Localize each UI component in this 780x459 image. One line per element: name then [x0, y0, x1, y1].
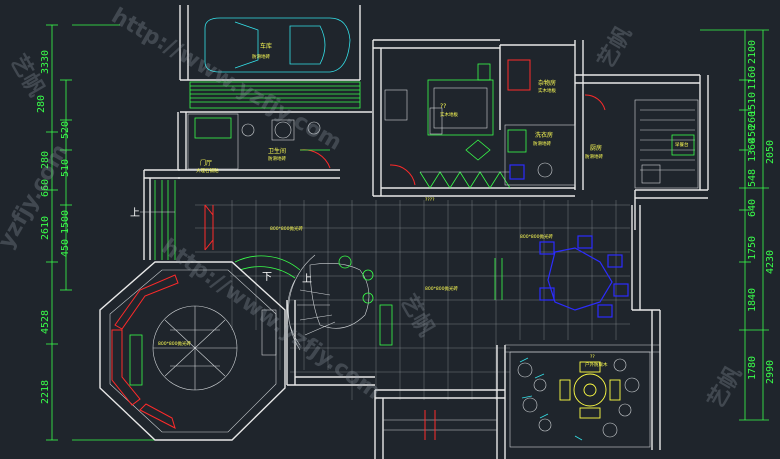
bedroom-floor: 实木地板 [440, 111, 458, 118]
watermark-4: yzfjy.com [0, 140, 73, 253]
dining-floor: 800*800抛光砖 [520, 233, 553, 240]
octagon-room: 800*800抛光砖 [99, 261, 286, 441]
watermark-7: 艺帆 [703, 362, 748, 413]
bedroom-label: ?? [440, 103, 446, 110]
dim-left-inner-510: 510 [60, 159, 71, 177]
laundry-floor: 防滑地砖 [533, 140, 551, 147]
terrace-floor: 户外防腐木 [585, 361, 608, 368]
floor-tiles [195, 200, 630, 400]
watermark-5: 艺帆 [395, 290, 440, 341]
dim-left-2218: 2218 [40, 380, 51, 404]
dim-right-1160: 1160 [747, 66, 758, 90]
dim-right-2100: 2100 [747, 40, 758, 64]
watermark-3: 艺帆 [593, 22, 638, 73]
garage-label: 车库 [260, 42, 272, 50]
garage-floor: 防滑地砖 [252, 53, 270, 60]
laundry-label: 洗衣房 [535, 131, 553, 139]
right-dimension-chain: 2050 4230 2990 2100 1160 1360 548 640 17… [700, 29, 776, 421]
dim-right-260: 260 [747, 111, 758, 129]
storage-label: 杂物房 [538, 79, 556, 87]
service-rooms: 杂物房 实木地板 洗衣房 防滑地砖 厨房 防滑地砖 早餐台 [504, 59, 699, 189]
dim-left-660: 660 [40, 179, 51, 197]
bath-label: 卫生间 [268, 147, 286, 155]
left-dimension-chain: 3330 280 660 2610 450 4528 2218 280 520 … [36, 24, 155, 441]
dim-right-1510: 1510 [747, 92, 758, 116]
kitchen-label: 厨房 [590, 144, 602, 152]
walls [143, 5, 709, 459]
dim-left-inner-280: 280 [36, 95, 47, 113]
octagon-floor: 800*800抛光砖 [158, 340, 191, 347]
dim-left-2610: 2610 [40, 216, 51, 240]
dim-right-548: 548 [747, 169, 758, 187]
bath-floor: 防滑地砖 [268, 155, 286, 162]
dim-right-2990: 2990 [765, 360, 776, 384]
pantry-label: 早餐台 [675, 141, 689, 148]
car-icon [204, 17, 351, 73]
living-floor: 800*800抛光砖 [270, 225, 303, 232]
foyer-label: 门厅 [200, 159, 212, 167]
dim-right-2050: 2050 [765, 140, 776, 164]
dining: 800*800抛光砖 [494, 233, 629, 318]
dim-left-3330: 3330 [40, 50, 51, 74]
dim-left-280: 280 [40, 151, 51, 169]
terrace-label: ?? [590, 354, 595, 360]
up-marker-left: 上 [130, 207, 140, 219]
dim-right-1780: 1780 [747, 356, 758, 380]
kitchen-floor: 防滑地砖 [585, 153, 603, 160]
bedroom: ?? 实木地板 [384, 63, 511, 189]
dim-right-1840: 1840 [747, 288, 758, 312]
stair: 下 上 800*800抛光砖 800*800抛光砖 [234, 225, 458, 356]
dim-right-1750: 1750 [747, 236, 758, 260]
dim-right-450: 450 [747, 125, 758, 143]
dim-right-640: 640 [747, 199, 758, 217]
left-wing: 卫生间 防滑地砖 门厅 大理石铺贴 上 ???? [130, 113, 435, 260]
up-marker-stair: 上 [302, 273, 312, 285]
down-marker: 下 [262, 272, 272, 283]
dim-right-4230: 4230 [765, 250, 776, 274]
lounge-floor: 800*800抛光砖 [425, 285, 458, 292]
dim-right-1360: 1360 [747, 138, 758, 162]
dim-left-inner-520: 520 [60, 121, 71, 139]
dim-left-4528: 4528 [40, 310, 51, 334]
dim-left-inner-1500: 1500 [60, 210, 71, 234]
corridor-label: ???? [425, 197, 435, 203]
storage-floor: 实木地板 [538, 87, 556, 94]
garage: 车库 防滑地砖 [189, 17, 361, 109]
dim-left-450: 450 [60, 239, 71, 257]
terrace: ?? 户外防腐木 [424, 351, 651, 448]
foyer-floor: 大理石铺贴 [196, 167, 219, 174]
